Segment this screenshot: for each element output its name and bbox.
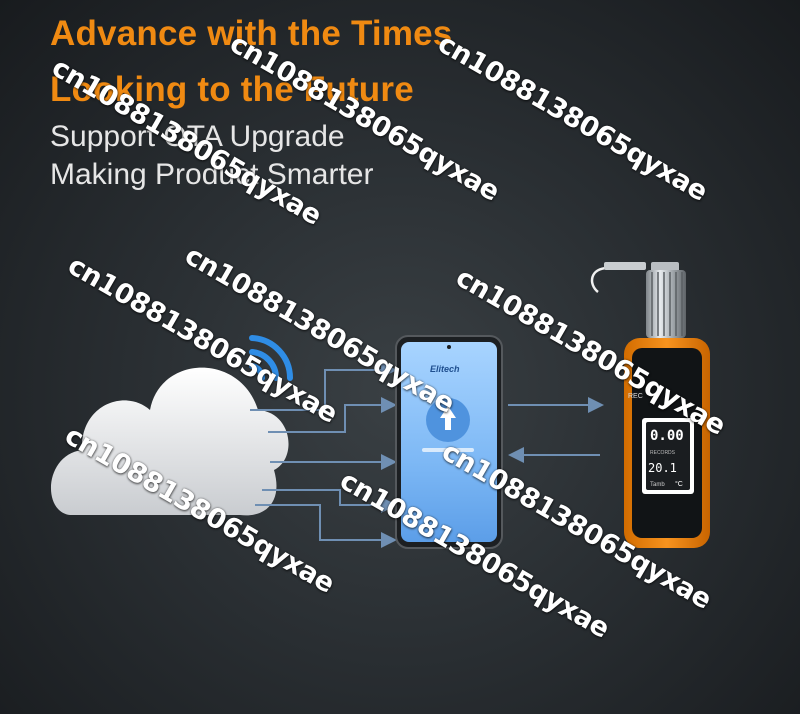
- headline: Advance with the Times Looking to the Fu…: [50, 6, 452, 118]
- upload-icon: [440, 406, 456, 430]
- phone-brand: Elitech: [430, 364, 460, 374]
- headline-line-2: Looking to the Future: [50, 70, 414, 109]
- records-label: RECORDS: [650, 450, 676, 456]
- headline-line-1: Advance with the Times: [50, 14, 453, 53]
- subheadline-line-2: Making Product Smarter: [50, 158, 374, 191]
- tamb-label: Tamb: [650, 482, 665, 488]
- cloud-icon: [50, 367, 289, 516]
- rec-label: REC: [628, 393, 643, 400]
- subheadline-line-1: Support OTA Upgrade: [50, 120, 345, 153]
- logger-main-reading: 0.00: [650, 428, 684, 444]
- data-flow-lines: [250, 362, 604, 548]
- temperature-logger: [590, 262, 710, 548]
- subheadline: Support OTA Upgrade Making Product Smart…: [50, 118, 373, 194]
- logger-temperature: 20.1: [648, 461, 677, 475]
- smartphone: [395, 335, 503, 549]
- logger-temp-unit: °C: [675, 480, 683, 488]
- wifi-signal-icon: [249, 335, 294, 381]
